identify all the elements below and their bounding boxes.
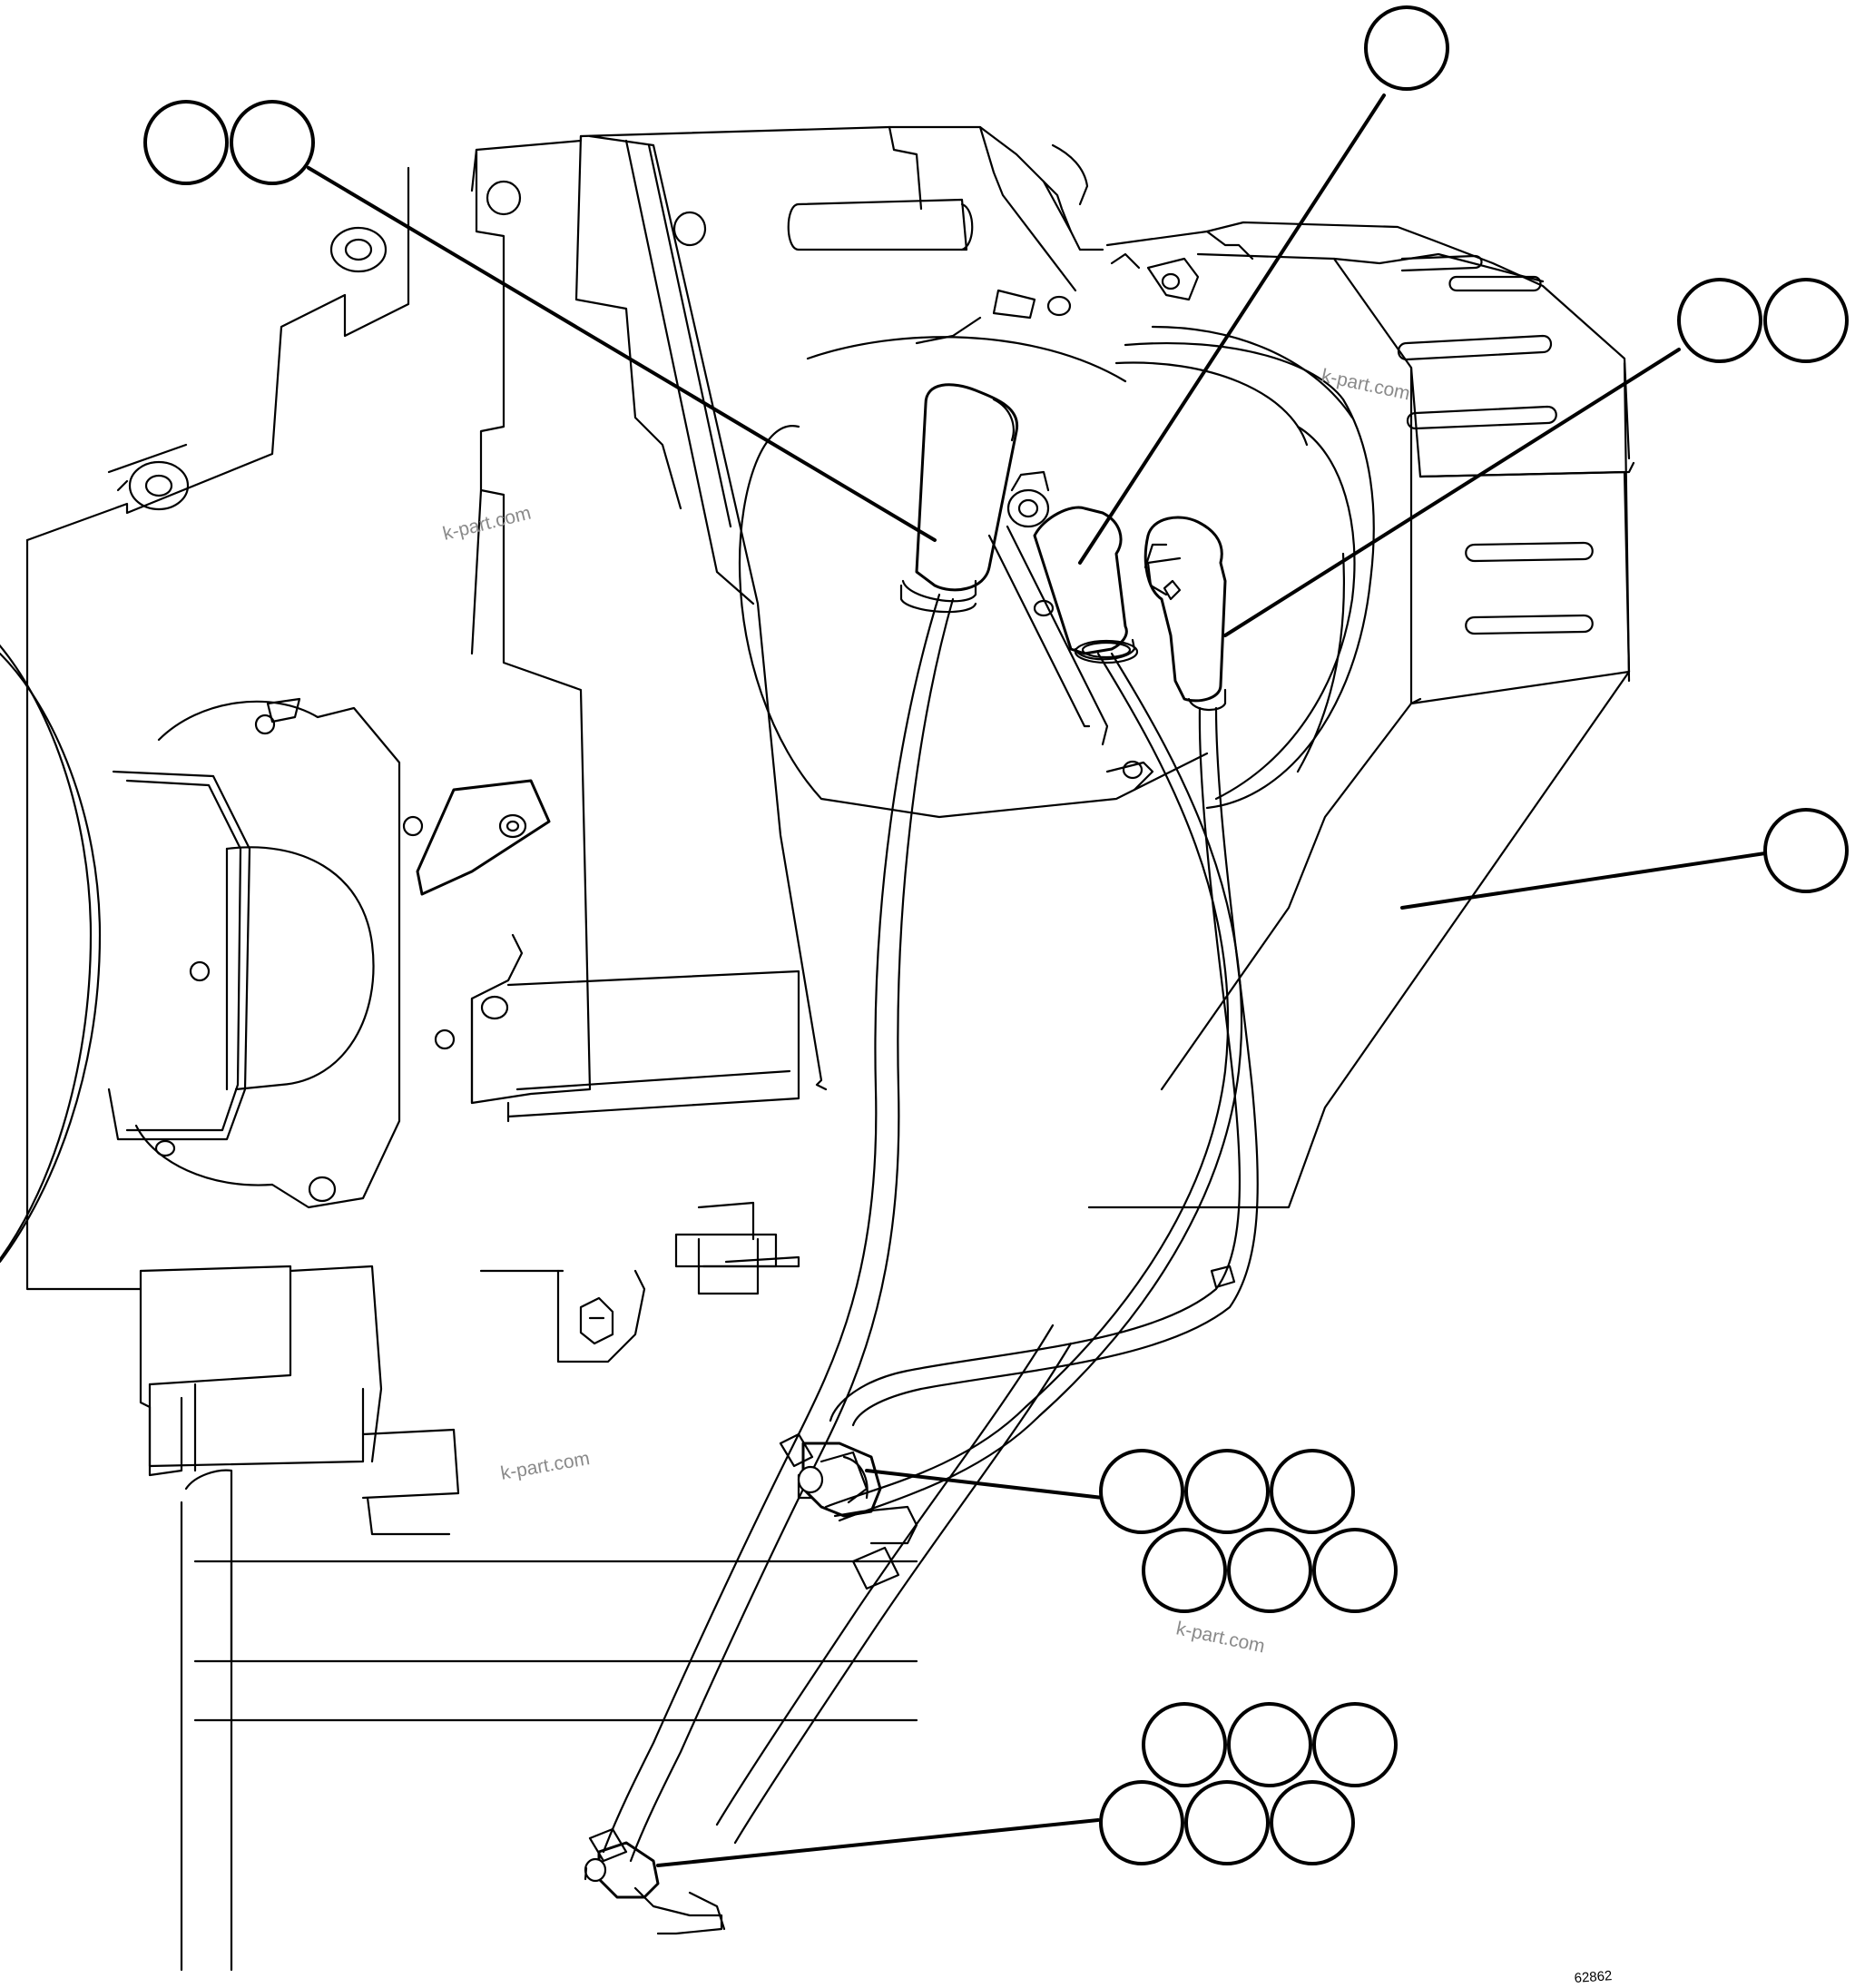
callout-group-4 — [1763, 808, 1849, 893]
callout-bubble — [1227, 1528, 1312, 1613]
callout-bubble — [1763, 278, 1849, 363]
callout-group-3 — [1677, 278, 1849, 363]
leader-lines — [307, 93, 1767, 1867]
clamp-upper — [797, 1442, 918, 1545]
callout-bubble — [1099, 1780, 1184, 1865]
callout-group-2 — [1364, 5, 1449, 91]
spark-plug-boot-left — [899, 383, 1019, 614]
callout-group-5 — [1099, 1449, 1398, 1613]
callout-bubble — [1142, 1702, 1227, 1787]
gear-housing — [470, 125, 1104, 1123]
callout-group-6 — [1099, 1702, 1398, 1865]
leader-line — [656, 1818, 1100, 1867]
lower-frame — [139, 1201, 918, 1972]
watermark: k-part.com — [1174, 1618, 1267, 1657]
callout-bubble — [143, 100, 229, 185]
clamp-lower — [584, 1841, 726, 1935]
callout-bubble — [1677, 278, 1762, 363]
watermark: k-part.com — [499, 1448, 592, 1484]
watermark: k-part.com — [441, 503, 534, 545]
callout-bubble — [230, 100, 315, 185]
callout-bubble — [1364, 5, 1449, 91]
leader-line — [865, 1469, 1104, 1500]
vent-slot — [1406, 405, 1557, 430]
callout-bubble — [1099, 1449, 1184, 1534]
vent-slot — [1465, 614, 1594, 635]
spark-plug-boot-center — [1033, 506, 1139, 664]
watermark: k-part.com — [1320, 365, 1412, 404]
flywheel-cover — [107, 697, 551, 1209]
magneto-drum — [738, 316, 1375, 819]
callout-bubble — [1227, 1702, 1312, 1787]
leader-line — [1400, 851, 1767, 910]
figure-number: 62862 — [1574, 1968, 1613, 1986]
leader-line — [307, 166, 937, 542]
callout-bubble — [1184, 1449, 1270, 1534]
spark-plug-boot-right — [1143, 516, 1227, 711]
left-housing — [0, 166, 410, 1291]
callout-group-1 — [143, 100, 315, 185]
callout-bubble — [1312, 1702, 1398, 1787]
vent-slot — [1397, 334, 1553, 361]
leader-line — [1223, 348, 1681, 637]
callout-bubble — [1270, 1780, 1355, 1865]
callout-bubble — [1142, 1528, 1227, 1613]
callout-bubble — [1763, 808, 1849, 893]
leader-line — [1078, 93, 1386, 565]
ignition-cover — [1087, 221, 1635, 1209]
vent-slot — [1448, 275, 1542, 292]
vent-slot — [1465, 541, 1594, 563]
callout-bubble — [1184, 1780, 1270, 1865]
ignition-leads — [588, 593, 1259, 1863]
callout-bubble — [1270, 1449, 1355, 1534]
callout-bubble — [1312, 1528, 1398, 1613]
